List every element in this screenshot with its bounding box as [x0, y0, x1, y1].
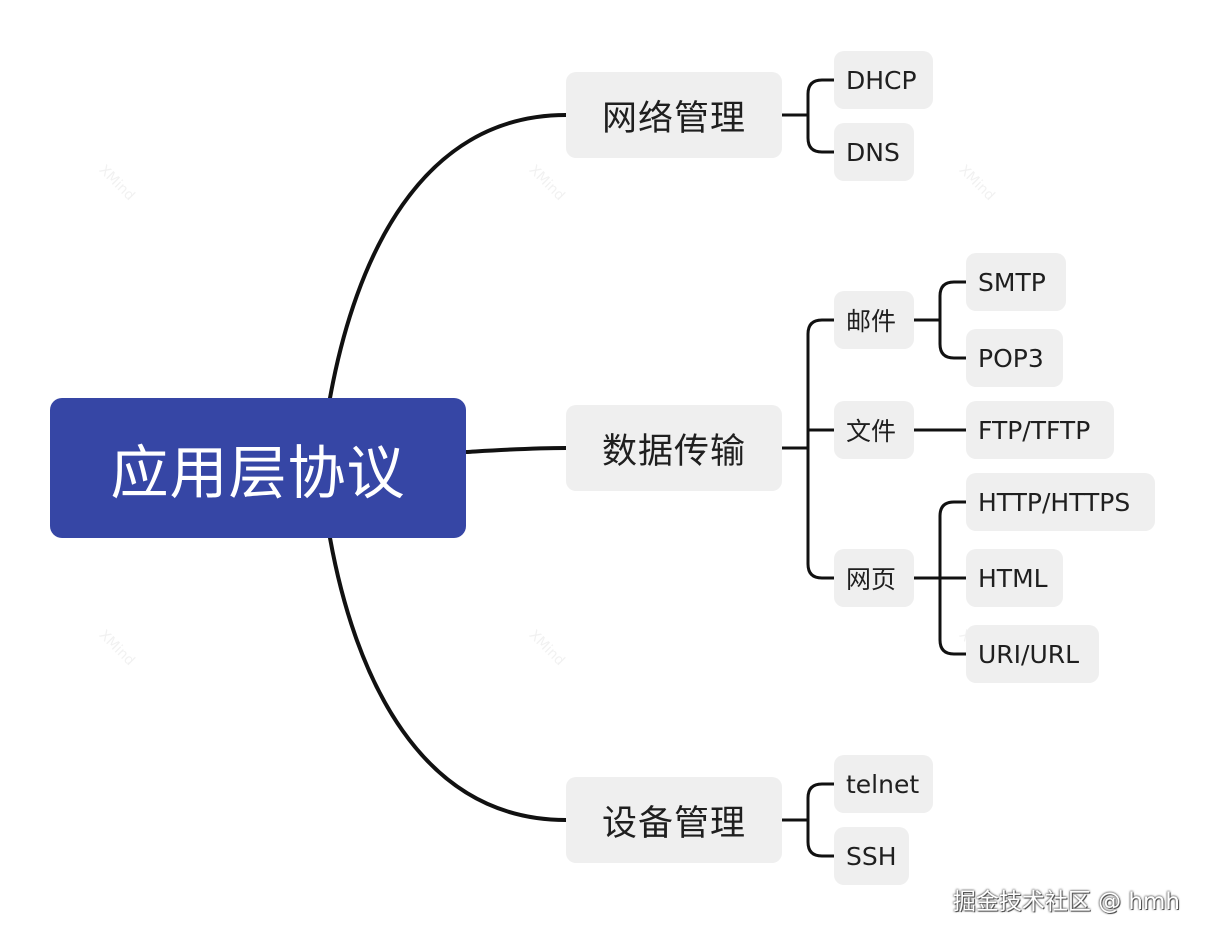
- connector-data-children: [780, 318, 836, 580]
- topic-uri-url[interactable]: URI/URL: [966, 625, 1099, 683]
- topic-pop3[interactable]: POP3: [966, 329, 1063, 387]
- connector-web-children: [912, 500, 968, 656]
- topic-file[interactable]: 文件: [834, 401, 914, 459]
- topic-smtp[interactable]: SMTP: [966, 253, 1066, 311]
- root-topic[interactable]: 应用层协议: [50, 398, 466, 538]
- connector-root-device: [328, 536, 568, 822]
- topic-html[interactable]: HTML: [966, 549, 1063, 607]
- connector-device-children: [780, 782, 836, 858]
- topic-http-https[interactable]: HTTP/HTTPS: [966, 473, 1155, 531]
- topic-device-management[interactable]: 设备管理: [566, 777, 782, 863]
- topic-web[interactable]: 网页: [834, 549, 914, 607]
- connector-root-network: [328, 113, 568, 400]
- site-watermark: 掘金技术社区 @ hmh: [952, 889, 1180, 915]
- connector-root-data: [464, 446, 568, 454]
- topic-ftp-tftp[interactable]: FTP/TFTP: [966, 401, 1114, 459]
- connector-network-children: [780, 78, 836, 154]
- topic-dns[interactable]: DNS: [834, 123, 914, 181]
- connector-mail-children: [912, 280, 968, 360]
- topic-data-transfer[interactable]: 数据传输: [566, 405, 782, 491]
- topic-network-management[interactable]: 网络管理: [566, 72, 782, 158]
- topic-telnet[interactable]: telnet: [834, 755, 933, 813]
- topic-dhcp[interactable]: DHCP: [834, 51, 933, 109]
- topic-mail[interactable]: 邮件: [834, 291, 914, 349]
- topic-ssh[interactable]: SSH: [834, 827, 909, 885]
